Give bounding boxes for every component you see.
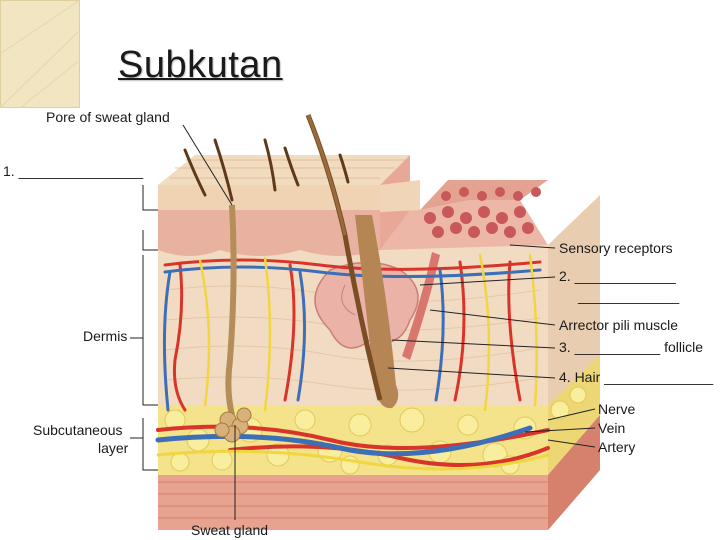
label-dermis: Dermis bbox=[83, 328, 127, 344]
label-sensory-receptors: Sensory receptors bbox=[559, 240, 673, 256]
label-vein: Vein bbox=[598, 420, 625, 436]
label-nerve: Nerve bbox=[598, 401, 635, 417]
label-blank-2-continued: _____________ bbox=[578, 288, 679, 304]
label-artery: Artery bbox=[598, 439, 635, 455]
label-subcutaneous-line2: layer bbox=[98, 440, 128, 456]
label-blank-3-follicle: 3. ___________ follicle bbox=[559, 339, 703, 355]
label-hair: 4. Hair ______________ bbox=[559, 369, 713, 385]
label-sweat-gland: Sweat gland bbox=[191, 522, 268, 538]
label-blank-2: 2. _____________ bbox=[559, 268, 676, 284]
label-subcutaneous-line1: Subcutaneous bbox=[33, 422, 123, 438]
label-blank-1: 1. ________________ bbox=[3, 163, 143, 179]
label-pore-of-sweat-gland: Pore of sweat gland bbox=[46, 109, 170, 125]
label-arrector-pili-muscle: Arrector pili muscle bbox=[559, 317, 678, 333]
